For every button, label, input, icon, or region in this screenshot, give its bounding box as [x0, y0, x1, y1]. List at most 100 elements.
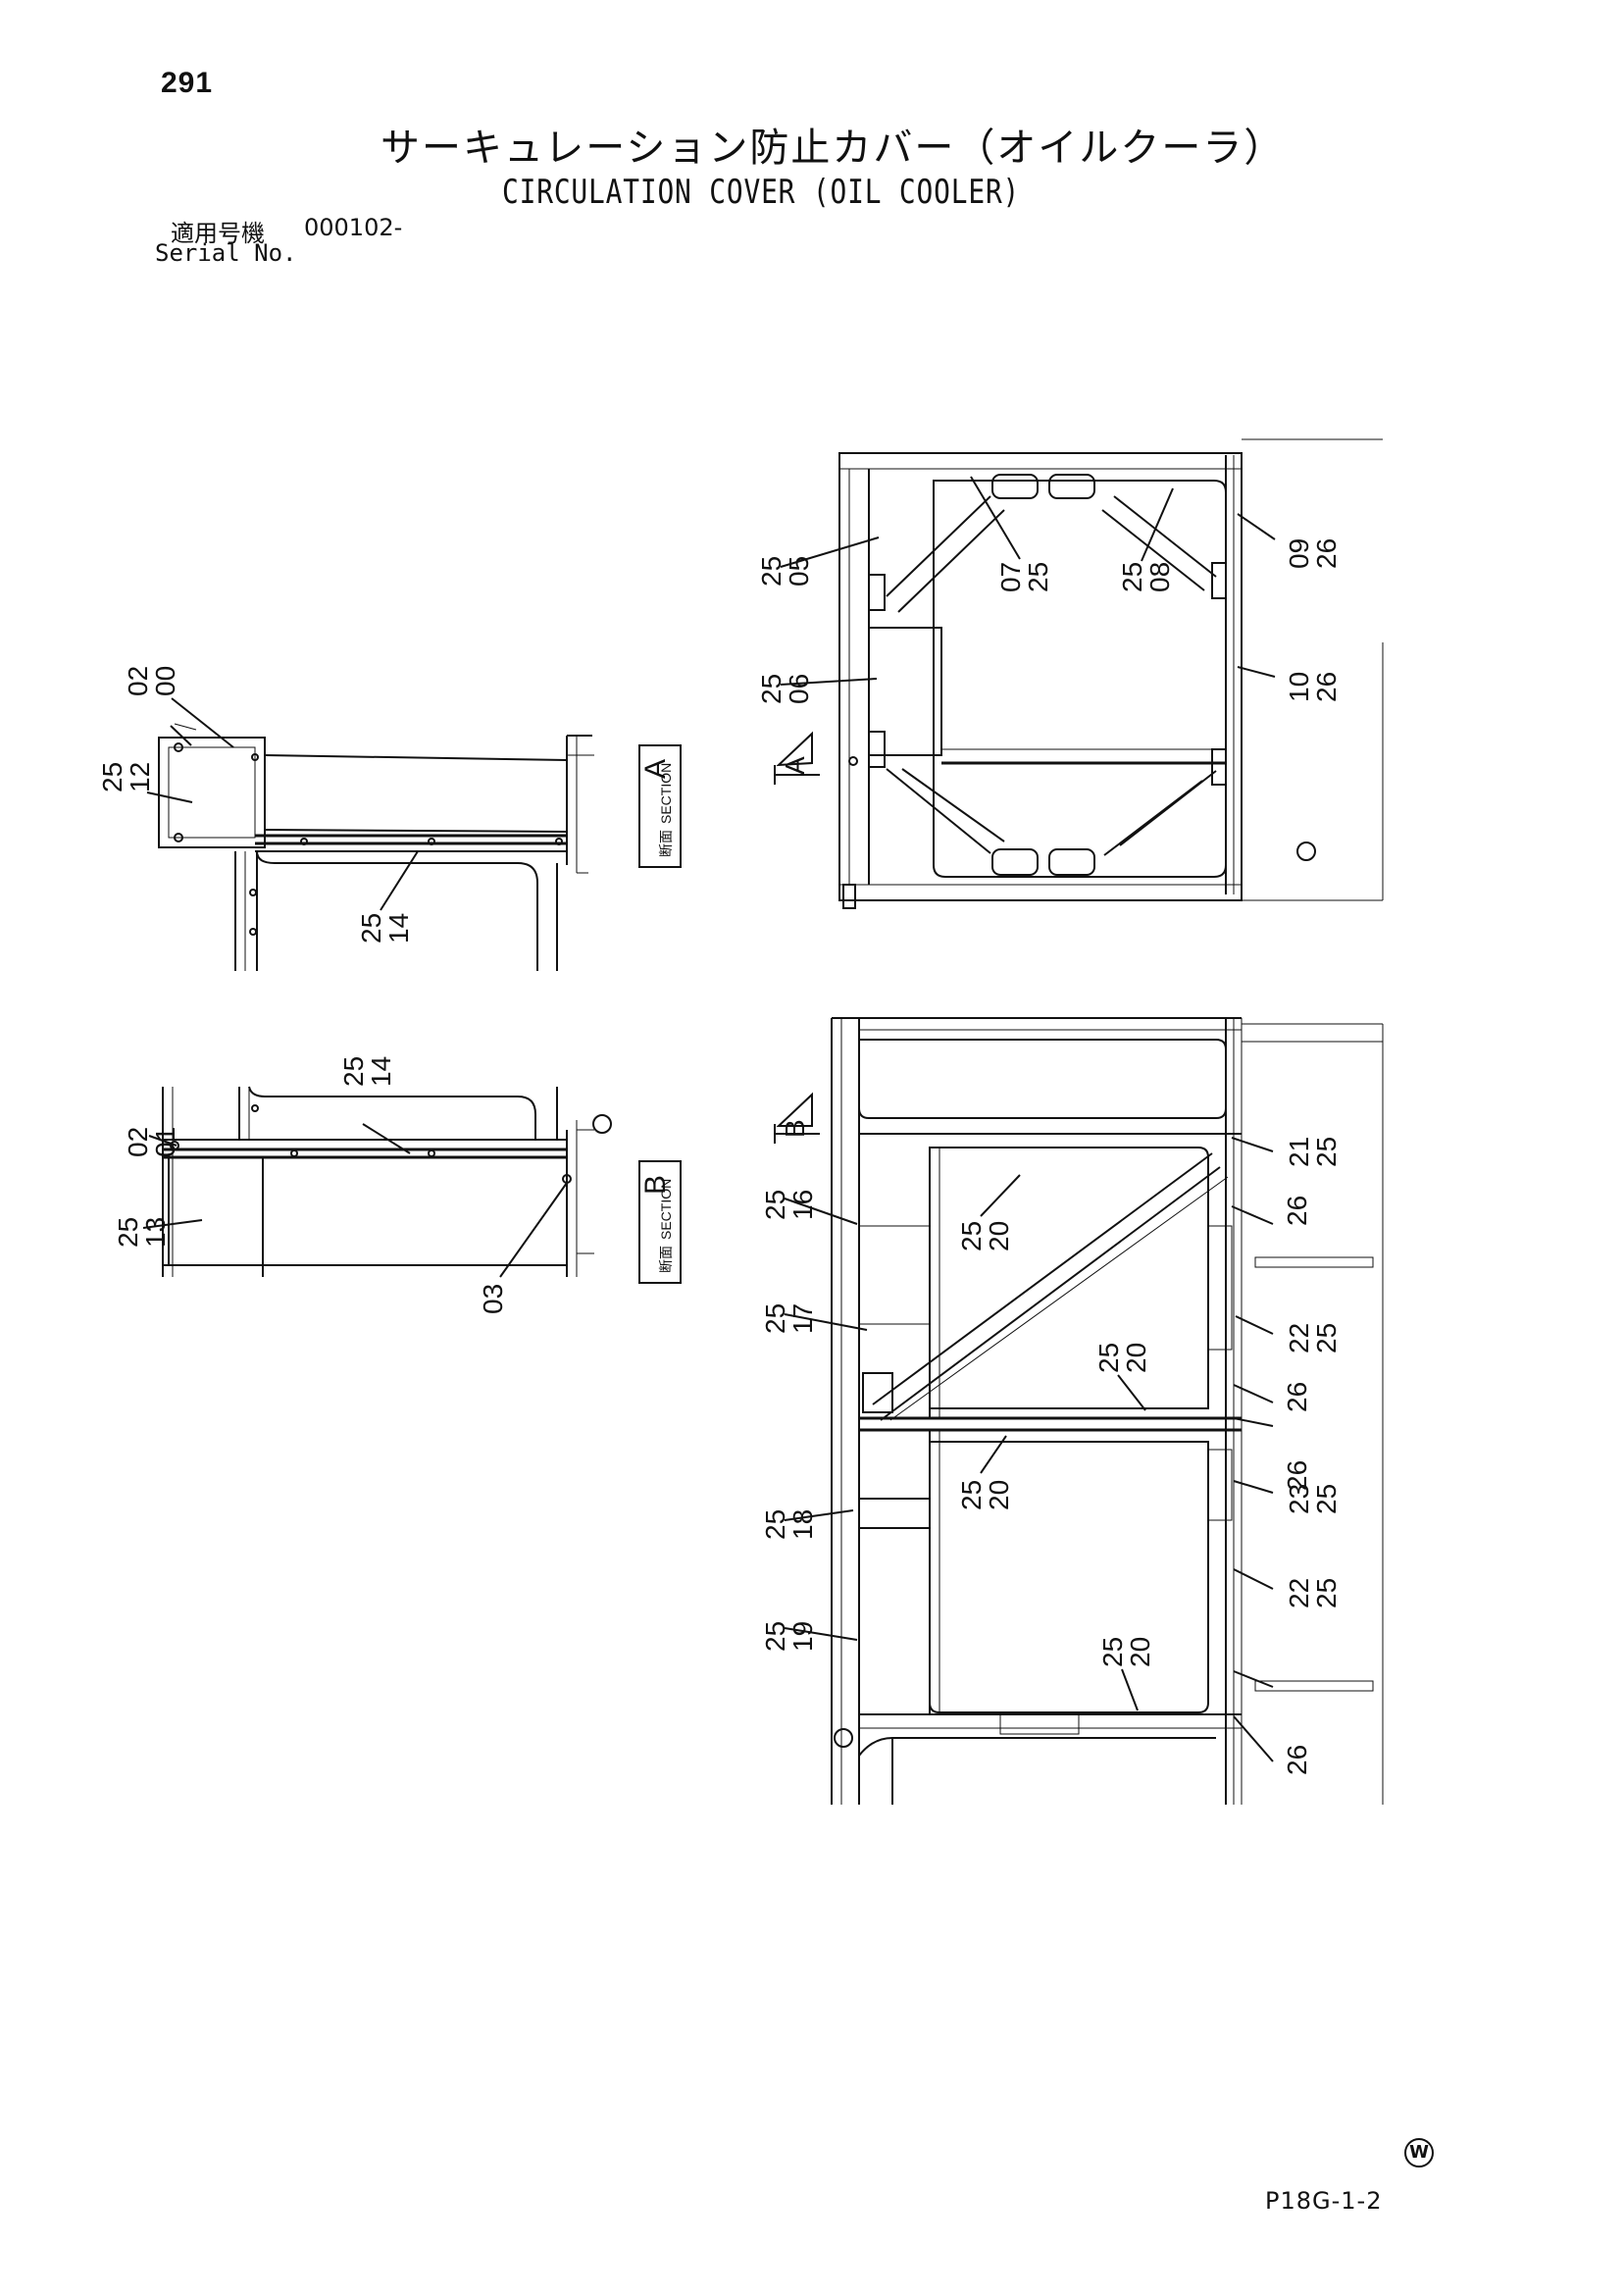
callout-label-bottom: 26	[1311, 672, 1342, 702]
callout-label-bottom: 20	[984, 1221, 1014, 1251]
callout-label: 2514	[356, 913, 414, 944]
callout-label-top: 25	[1093, 1343, 1124, 1373]
callout-label-top: 23	[1284, 1484, 1314, 1514]
callout-label-bottom: 20	[984, 1480, 1014, 1510]
callout-label: 26	[1282, 1382, 1312, 1412]
callout-label-bottom: 05	[784, 556, 814, 587]
callout-label-bottom: 17	[787, 1303, 818, 1334]
callout-label-top: 25	[756, 556, 787, 587]
callout-label: 0725	[995, 562, 1053, 592]
section-a-jp: 断面	[659, 830, 675, 857]
section-a-letter: A	[639, 759, 672, 779]
callout-label-bottom: 00	[150, 666, 180, 696]
serial-label-japanese: 適用号機	[171, 220, 265, 247]
callout-label-top: 21	[1284, 1137, 1314, 1167]
callout-label-bottom: 13	[140, 1217, 171, 1248]
callout-label-bottom: 26	[1282, 1460, 1312, 1491]
callout-label: 0926	[1284, 538, 1342, 569]
serial-number-value: 000102-	[304, 214, 403, 241]
callout-label: 2520	[956, 1480, 1014, 1510]
callout-label: 2505	[756, 556, 814, 587]
callout-label-bottom: 26	[1282, 1196, 1312, 1226]
callout-label-bottom: 25	[1311, 1137, 1342, 1167]
callout-label: 03	[478, 1284, 508, 1314]
section-a-word: SECTION	[658, 763, 674, 824]
callout-label: 0200	[123, 666, 180, 696]
callout-label-bottom: 25	[1023, 562, 1053, 592]
page-title-english: CIRCULATION COVER (OIL COOLER)	[502, 173, 1021, 212]
callout-label-bottom: 16	[787, 1190, 818, 1220]
callout-label-bottom: 12	[125, 762, 155, 792]
callout-label: 1026	[1284, 672, 1342, 702]
callout-label-top: 22	[1284, 1323, 1314, 1353]
bottom-view-b-drawing	[784, 1017, 1384, 1805]
callout-label: 2125	[1284, 1137, 1342, 1167]
callout-label: 2512	[97, 762, 155, 792]
page-number: 291	[161, 67, 214, 99]
top-view-a-drawing	[780, 438, 1384, 909]
callout-label-top: 25	[956, 1221, 987, 1251]
section-b-drawing	[142, 1086, 612, 1278]
serial-label-english: Serial No.	[155, 239, 297, 267]
callout-label-bottom: 20	[1125, 1637, 1155, 1667]
section-b-letter: B	[639, 1175, 672, 1195]
callout-label: 2519	[760, 1621, 818, 1652]
callout-label: 2516	[760, 1190, 818, 1220]
callout-label-bottom: 26	[1311, 538, 1342, 569]
callout-label: 2520	[1093, 1343, 1151, 1373]
callout-label-bottom: 01	[150, 1127, 180, 1157]
callout-label-bottom: 25	[1311, 1323, 1342, 1353]
callout-label: 26	[1282, 1196, 1312, 1226]
callout-label: 2514	[338, 1056, 396, 1087]
callout-label: 2506	[756, 674, 814, 704]
callout-label-bottom: 06	[784, 674, 814, 704]
callout-label-top: 25	[760, 1509, 790, 1540]
callout-label-bottom: 14	[366, 1056, 396, 1087]
callout-label: 0201	[123, 1127, 180, 1157]
callout-label-bottom: 18	[787, 1509, 818, 1540]
section-a-title-box: 断面 SECTION A	[638, 744, 682, 868]
callout-label-top: 22	[1284, 1578, 1314, 1608]
callout-label-bottom: 20	[1121, 1343, 1151, 1373]
callout-label: 2225	[1284, 1578, 1342, 1608]
callout-label-bottom: 03	[478, 1284, 508, 1314]
callout-label: 2325	[1284, 1484, 1342, 1514]
callout-label: 26	[1282, 1745, 1312, 1775]
callout-label-top: 25	[97, 762, 127, 792]
section-b-jp: 断面	[659, 1246, 675, 1273]
callout-label-top: 10	[1284, 672, 1314, 702]
callout-label-bottom: 25	[1311, 1578, 1342, 1608]
callout-label-bottom: 08	[1144, 562, 1175, 592]
callout-label-top: 09	[1284, 538, 1314, 569]
callout-label-bottom: 14	[383, 913, 414, 944]
callout-label: 2520	[956, 1221, 1014, 1251]
view-marker-a-letter: A	[780, 756, 810, 775]
page-title-japanese: サーキュレーション防止カバー（オイルクーラ）	[381, 126, 1286, 171]
callout-label-top: 25	[356, 913, 386, 944]
callout-label-top: 07	[995, 562, 1026, 592]
callout-label-bottom: 26	[1282, 1382, 1312, 1412]
callout-label: 26	[1282, 1460, 1312, 1491]
view-marker-b-letter: B	[780, 1119, 810, 1138]
circle-w-mark: W	[1404, 2138, 1434, 2168]
callout-label: 2513	[113, 1217, 171, 1248]
callout-label-top: 25	[760, 1190, 790, 1220]
view-marker-a-icon	[774, 731, 820, 785]
callout-label-bottom: 26	[1282, 1745, 1312, 1775]
callout-label-top: 25	[760, 1303, 790, 1334]
callout-label-bottom: 25	[1311, 1484, 1342, 1514]
callout-label-top: 25	[1097, 1637, 1128, 1667]
callout-label-top: 25	[760, 1621, 790, 1652]
callout-label-top: 25	[338, 1056, 369, 1087]
callout-label-bottom: 19	[787, 1621, 818, 1652]
view-marker-b-icon	[774, 1092, 820, 1144]
callout-label-top: 25	[756, 674, 787, 704]
callout-label-top: 25	[113, 1217, 143, 1248]
callout-label: 2225	[1284, 1323, 1342, 1353]
section-b-title-box: 断面 SECTION B	[638, 1160, 682, 1284]
section-a-drawing	[146, 697, 594, 971]
callout-label: 2520	[1097, 1637, 1155, 1667]
callout-label-top: 25	[956, 1480, 987, 1510]
